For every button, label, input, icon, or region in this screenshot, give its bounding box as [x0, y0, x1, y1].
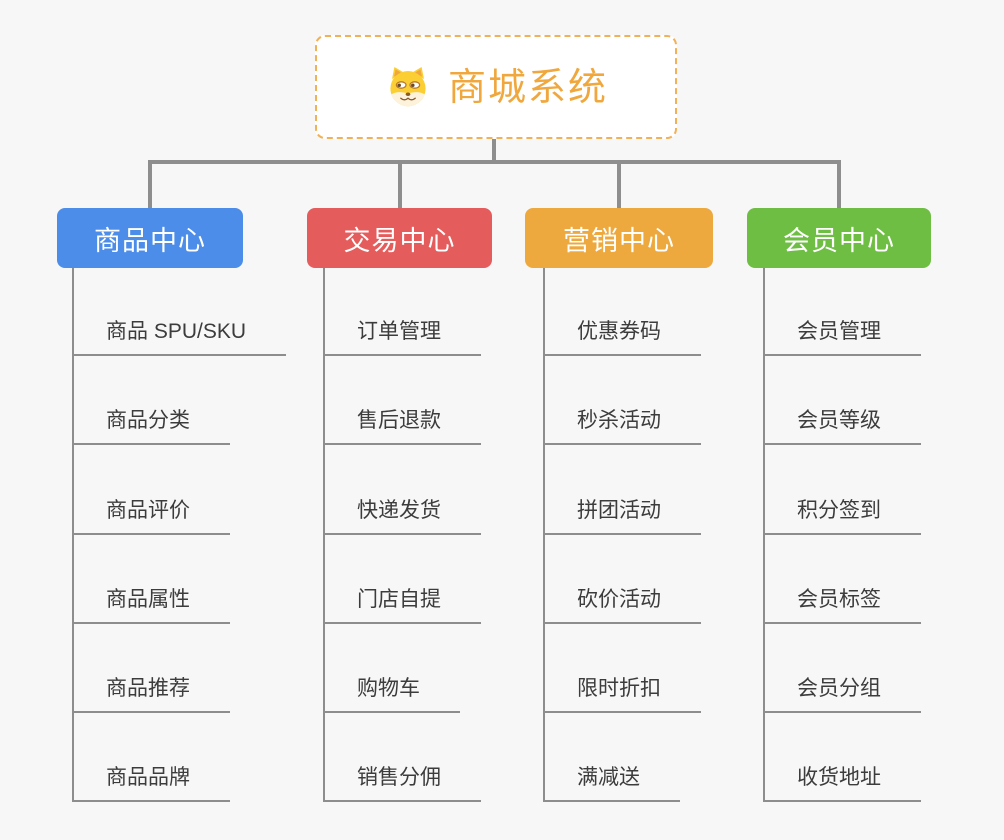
branch-node-member-center[interactable]: 会员中心 [747, 208, 931, 268]
mindmap-item[interactable]: 会员分组 [763, 675, 921, 713]
mindmap-item[interactable]: 商品品牌 [72, 764, 230, 802]
mindmap-item[interactable]: 商品分类 [72, 407, 230, 445]
mindmap-item[interactable]: 会员管理 [763, 318, 921, 356]
mindmap-item[interactable]: 商品 SPU/SKU [72, 318, 287, 356]
mindmap-item[interactable]: 收货地址 [763, 764, 921, 802]
mindmap-item[interactable]: 限时折扣 [543, 675, 701, 713]
mindmap-item[interactable]: 门店自提 [323, 586, 481, 624]
root-title: 商城系统 [447, 67, 608, 109]
doge-icon [384, 63, 432, 111]
connector-bus [148, 160, 841, 164]
mindmap-item[interactable]: 销售分佣 [323, 764, 481, 802]
connector-root-drop [492, 139, 496, 164]
mindmap-item[interactable]: 商品属性 [72, 586, 230, 624]
connector-drop-product [148, 160, 152, 208]
branch-node-marketing-center[interactable]: 营销中心 [525, 208, 713, 268]
mindmap-item[interactable]: 购物车 [323, 675, 460, 713]
connector-trunk [72, 268, 74, 802]
connector-drop-member [837, 160, 841, 208]
mindmap-item[interactable]: 快递发货 [323, 497, 481, 535]
mindmap-item[interactable]: 会员标签 [763, 586, 921, 624]
mindmap-item[interactable]: 满减送 [543, 764, 680, 802]
mindmap-item[interactable]: 会员等级 [763, 407, 921, 445]
mindmap-item[interactable]: 积分签到 [763, 497, 921, 535]
mindmap-item[interactable]: 拼团活动 [543, 497, 701, 535]
mindmap-item[interactable]: 优惠券码 [543, 318, 701, 356]
connector-trunk [543, 268, 545, 802]
connector-drop-marketing [617, 160, 621, 208]
connector-trunk [763, 268, 765, 802]
connector-drop-trade [398, 160, 402, 208]
mindmap-item[interactable]: 售后退款 [323, 407, 481, 445]
mindmap-item[interactable]: 秒杀活动 [543, 407, 701, 445]
mindmap-item[interactable]: 商品评价 [72, 497, 230, 535]
mindmap-item[interactable]: 砍价活动 [543, 586, 701, 624]
mindmap-item[interactable]: 订单管理 [323, 318, 481, 356]
root-node-mall-system[interactable]: 商城系统 [315, 35, 677, 139]
branch-node-trade-center[interactable]: 交易中心 [307, 208, 492, 268]
mindmap-item[interactable]: 商品推荐 [72, 675, 230, 713]
branch-node-product-center[interactable]: 商品中心 [57, 208, 243, 268]
connector-trunk [323, 268, 325, 802]
